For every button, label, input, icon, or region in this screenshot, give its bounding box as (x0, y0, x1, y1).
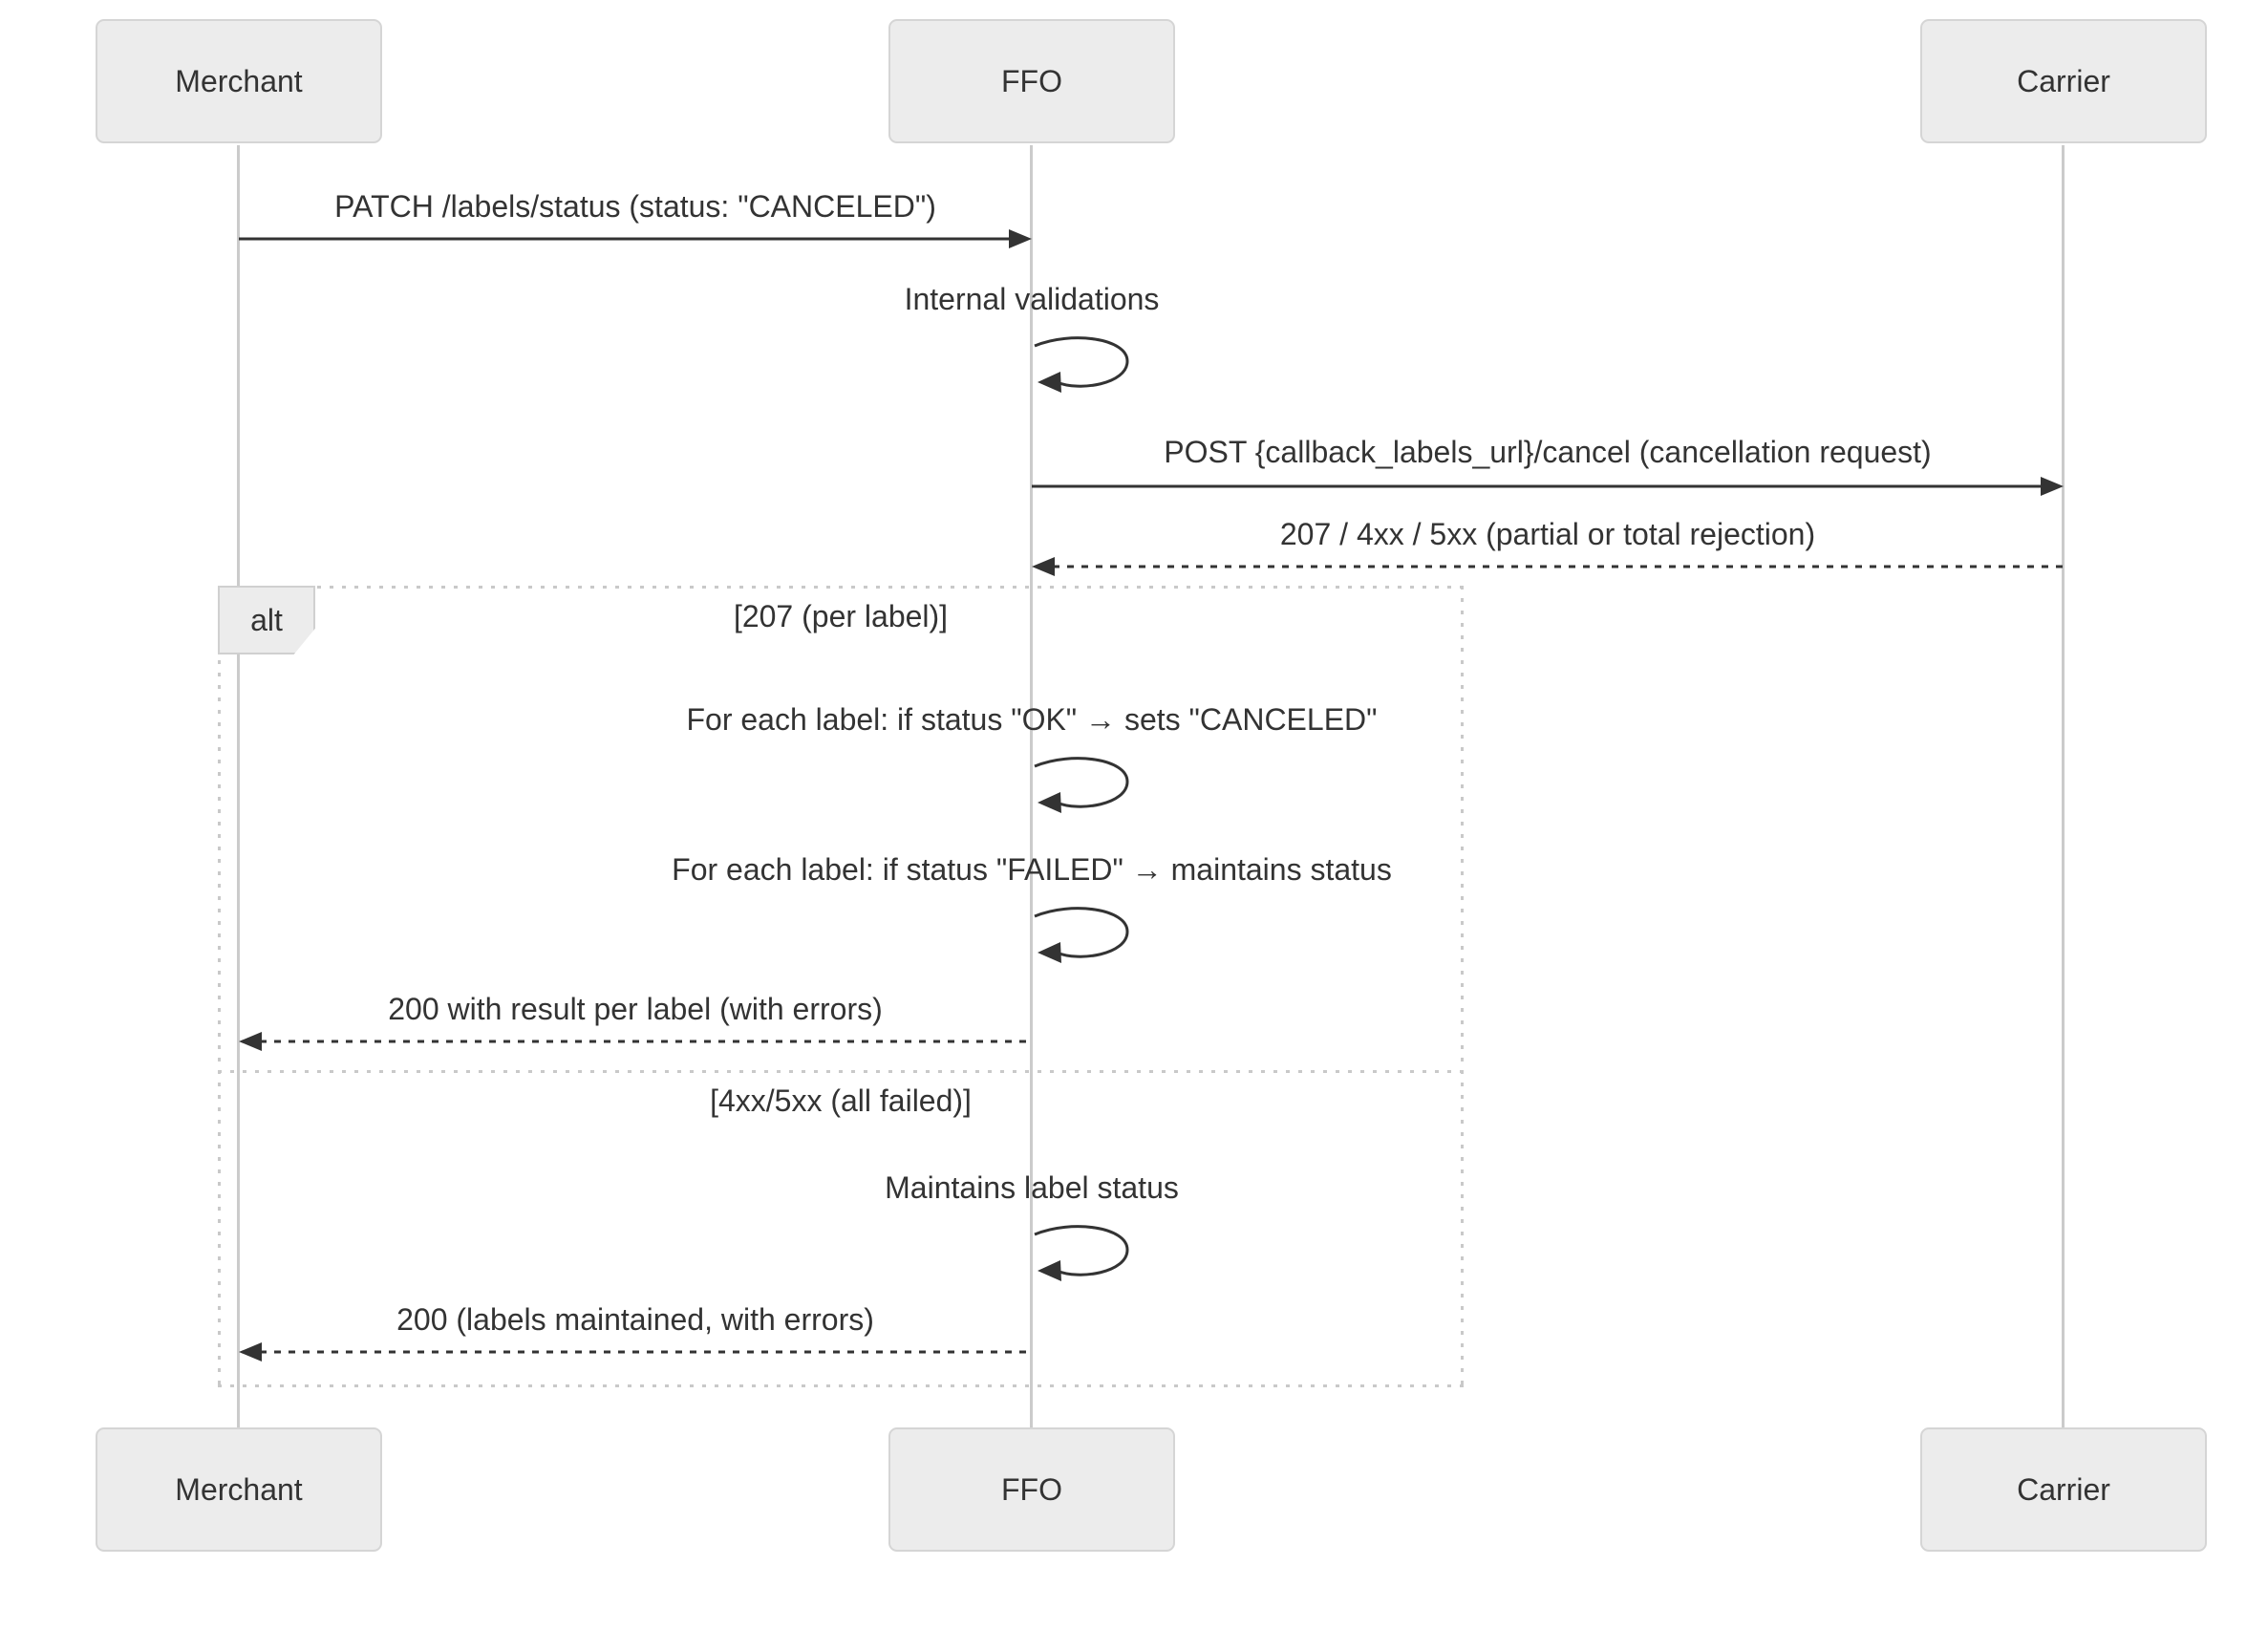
alt-condition-207-per-label: [207 (per label)] (733, 599, 949, 633)
alt-divider (218, 1070, 1464, 1073)
alt-frame (218, 586, 1464, 1387)
actor-merchant-top: Merchant (96, 19, 382, 143)
self-loop-maintains-status (1034, 1225, 1129, 1281)
message-per-label-ok: For each label: if status "OK" → sets "C… (686, 702, 1378, 737)
actor-ffo-top: FFO (888, 19, 1175, 143)
actor-ffo-bottom: FFO (888, 1427, 1175, 1552)
message-labels-maintained: 200 (labels maintained, with errors) (396, 1302, 874, 1337)
message-per-label-failed: For each label: if status "FAILED" → mai… (672, 852, 1392, 887)
arrow-result-per-label (239, 1032, 1032, 1051)
message-rejection-response: 207 / 4xx / 5xx (partial or total reject… (1279, 517, 1816, 551)
arrow-patch-labels-status (239, 229, 1032, 248)
actor-merchant-bottom: Merchant (96, 1427, 382, 1552)
actor-carrier-bottom: Carrier (1920, 1427, 2207, 1552)
lifeline-carrier (2062, 145, 2065, 1427)
message-result-per-label: 200 with result per label (with errors) (388, 992, 883, 1026)
self-loop-internal-validations (1034, 336, 1129, 393)
message-post-cancel: POST {callback_labels_url}/cancel (cance… (1164, 435, 1932, 469)
message-internal-validations: Internal validations (904, 282, 1160, 316)
message-patch-labels-status: PATCH /labels/status (status: "CANCELED"… (334, 189, 936, 224)
arrow-post-cancel (1032, 477, 2064, 496)
arrow-rejection-response (1032, 557, 2064, 576)
message-maintains-status: Maintains label status (885, 1170, 1179, 1205)
alt-label: alt (218, 586, 315, 654)
alt-condition-all-failed: [4xx/5xx (all failed)] (710, 1083, 972, 1118)
arrow-labels-maintained (239, 1342, 1032, 1362)
self-loop-per-label-failed (1034, 907, 1129, 963)
actor-carrier-top: Carrier (1920, 19, 2207, 143)
self-loop-per-label-ok (1034, 757, 1129, 813)
